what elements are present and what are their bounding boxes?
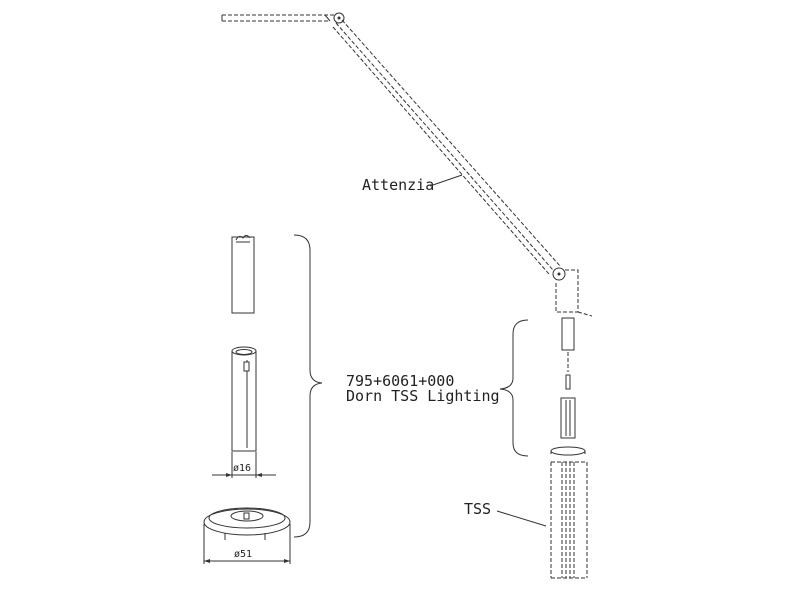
base-disc [203,508,291,536]
small-screw [565,374,571,390]
tube-diameter-dimension: ø16 [212,452,276,478]
right-exploded-parts [550,317,586,456]
part-description-label: Dorn TSS Lighting [346,387,500,405]
cap-disc [550,446,586,456]
base-diameter-label: ø51 [234,549,252,560]
right-brace [499,319,529,457]
socket-part [560,397,576,439]
left-exploded-parts [203,235,291,540]
upper-tube [231,236,255,314]
base-diameter-dimension: ø51 [203,524,291,564]
upper-pin [561,317,575,351]
tss-column [550,461,588,579]
system-name-label: TSS [464,500,491,518]
lamp-name-leader [429,174,463,187]
lamp-arm [221,12,593,317]
left-brace [293,234,323,538]
lamp-name-label: Attenzia [362,176,434,194]
part-number-label: 795+6061+000 [346,372,454,390]
system-name-leader [496,510,547,527]
tube-diameter-label: ø16 [233,463,251,474]
